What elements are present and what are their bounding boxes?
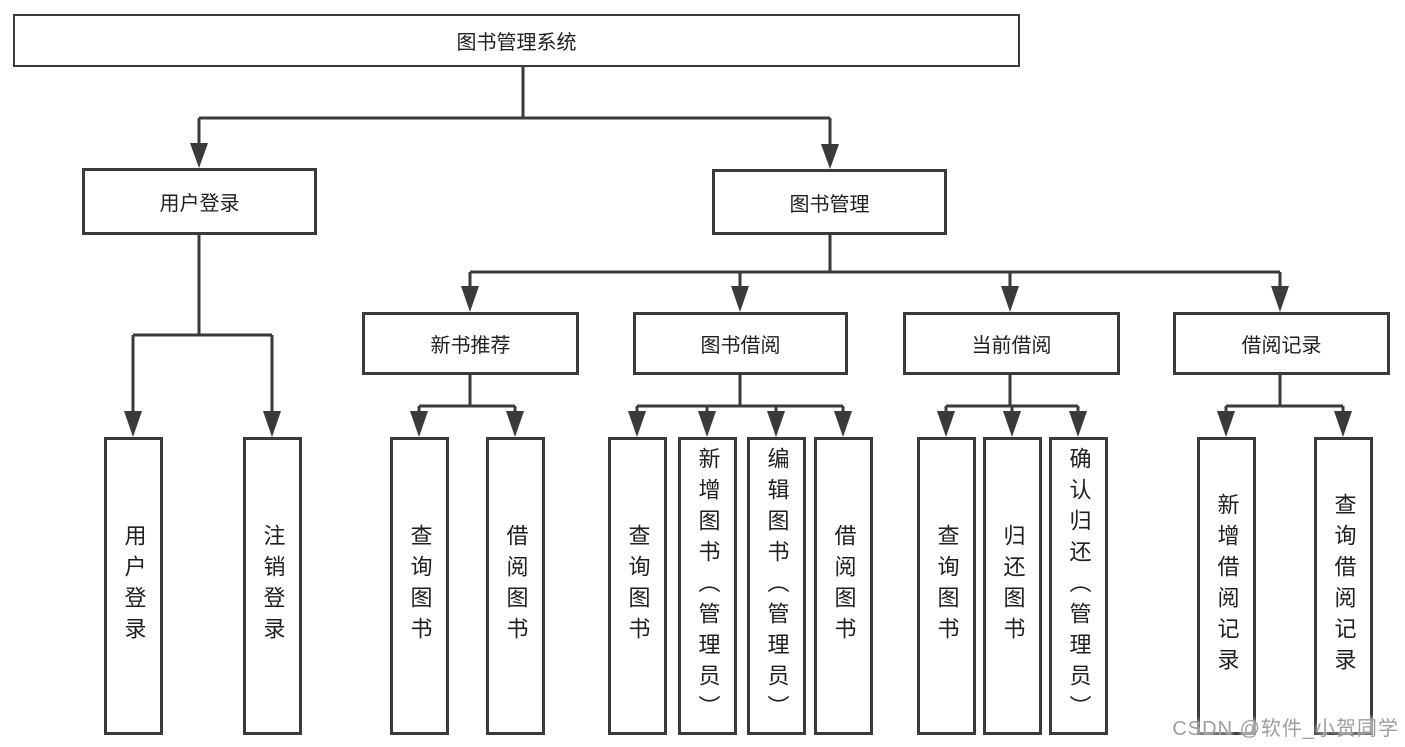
node-library-system: 图书管理系统 <box>13 14 1020 67</box>
node-book-management-label: 图书管理 <box>789 193 870 216</box>
leaf-query-books-current: 查询图书 <box>917 437 976 735</box>
node-book-borrow: 图书借阅 <box>633 312 848 375</box>
leaf-user-login: 用户登录 <box>104 437 163 735</box>
connector-book-management-to-level3 <box>461 235 1289 312</box>
leaf-confirm-return-admin: 确认归还（管理员） <box>1049 437 1108 735</box>
node-current-borrow-label: 当前借阅 <box>971 335 1052 357</box>
node-book-borrow-label: 图书借阅 <box>700 335 781 357</box>
node-new-book-recommend-label: 新书推荐 <box>430 335 511 357</box>
leaf-query-books-current-label: 查询图书 <box>934 524 960 648</box>
node-user-login: 用户登录 <box>82 168 317 235</box>
leaf-add-books-admin-label: 新增图书（管理员） <box>695 446 721 726</box>
leaf-query-books-borrow: 查询图书 <box>608 437 667 735</box>
leaf-borrow-books-label: 借阅图书 <box>831 524 857 648</box>
connector-book-borrow-to-leaves <box>628 375 852 437</box>
leaf-logout-label: 注销登录 <box>260 524 286 648</box>
leaf-edit-books-admin: 编辑图书（管理员） <box>747 437 806 735</box>
connector-root-to-level2 <box>190 67 839 169</box>
node-new-book-recommend: 新书推荐 <box>362 312 579 375</box>
node-user-login-label: 用户登录 <box>159 193 240 215</box>
connector-borrow-records-to-leaves <box>1217 375 1352 437</box>
connector-user-login-to-leaves <box>124 235 281 437</box>
leaf-user-login-label: 用户登录 <box>121 524 147 648</box>
csdn-watermark: CSDN @软件_小贺同学 <box>1172 718 1399 740</box>
leaf-borrow-books-recommend: 借阅图书 <box>486 437 545 735</box>
node-current-borrow: 当前借阅 <box>903 312 1120 375</box>
leaf-return-books: 归还图书 <box>983 437 1042 735</box>
connector-current-borrow-to-leaves <box>937 375 1087 437</box>
leaf-query-borrow-record-label: 查询借阅记录 <box>1331 493 1357 679</box>
leaf-add-borrow-record-label: 新增借阅记录 <box>1214 493 1240 679</box>
leaf-logout: 注销登录 <box>243 437 302 735</box>
node-borrow-records-label: 借阅记录 <box>1241 335 1322 357</box>
node-library-system-label: 图书管理系统 <box>456 32 577 54</box>
node-book-management: 图书管理 <box>712 169 947 235</box>
leaf-add-borrow-record: 新增借阅记录 <box>1197 437 1256 735</box>
leaf-query-books-recommend-label: 查询图书 <box>407 524 433 648</box>
leaf-edit-books-admin-label: 编辑图书（管理员） <box>764 446 790 726</box>
leaf-add-books-admin: 新增图书（管理员） <box>678 437 737 735</box>
leaf-borrow-books: 借阅图书 <box>814 437 873 735</box>
leaf-query-books-recommend: 查询图书 <box>390 437 449 735</box>
leaf-confirm-return-admin-label: 确认归还（管理员） <box>1066 446 1092 726</box>
connector-new-book-recommend-to-leaves <box>410 375 524 437</box>
node-borrow-records: 借阅记录 <box>1173 312 1390 375</box>
leaf-query-books-borrow-label: 查询图书 <box>625 524 651 648</box>
leaf-query-borrow-record: 查询借阅记录 <box>1314 437 1373 735</box>
leaf-borrow-books-recommend-label: 借阅图书 <box>503 524 529 648</box>
leaf-return-books-label: 归还图书 <box>1000 524 1026 648</box>
